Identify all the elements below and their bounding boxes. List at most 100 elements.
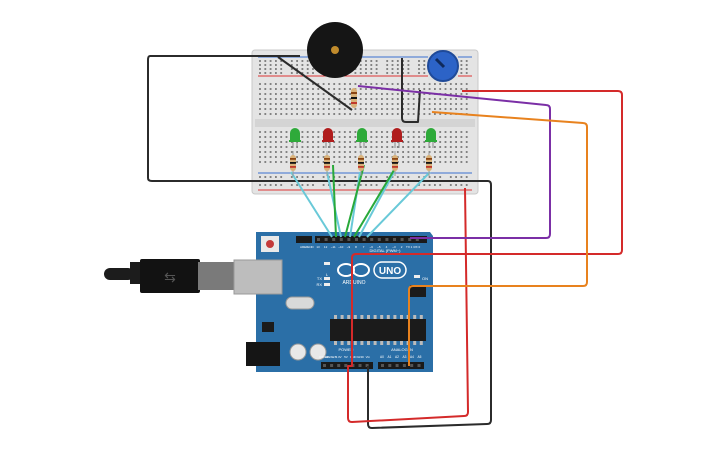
breadboard-hole	[449, 83, 452, 85]
breadboard-hole	[259, 156, 261, 158]
header-pin[interactable]	[377, 238, 381, 241]
led-array	[289, 128, 437, 148]
breadboard-hole	[375, 72, 378, 74]
breadboard-hole	[407, 72, 410, 74]
resistor-band	[358, 166, 364, 168]
breadboard-hole	[370, 146, 373, 148]
breadboard-hole	[407, 176, 410, 178]
breadboard-hole	[301, 113, 304, 115]
breadboard-hole	[259, 151, 261, 153]
header-pin[interactable]	[355, 238, 358, 241]
breadboard-hole	[418, 156, 420, 158]
power-pin-label: IOREF	[319, 355, 328, 359]
breadboard-hole	[312, 83, 314, 85]
breadboard-hole	[285, 146, 288, 148]
header-pin[interactable]	[332, 238, 336, 241]
header-pin[interactable]	[347, 238, 351, 241]
header-pin[interactable]	[317, 238, 320, 241]
wire-green-2[interactable]	[344, 164, 365, 238]
header-pin[interactable]	[365, 364, 369, 367]
header-pin[interactable]	[362, 238, 366, 241]
header-pin[interactable]	[337, 364, 341, 367]
breadboard-hole	[418, 68, 420, 70]
onboard-led-l	[324, 262, 330, 265]
breadboard-hole	[333, 108, 336, 110]
breadboard-hole	[375, 156, 378, 158]
wire-orange-analog[interactable]	[408, 111, 588, 366]
breadboard-hole	[328, 88, 330, 90]
wire-black-pot[interactable]	[401, 58, 421, 123]
header-pin[interactable]	[395, 364, 399, 367]
breadboard-hole	[269, 64, 272, 66]
breadboard-hole	[343, 141, 346, 143]
arduino-uno-board[interactable]: ⇆ UNO ARDUINO	[104, 232, 433, 372]
arduino-brand-text: ARDUINO	[342, 280, 365, 286]
wire-red-5v[interactable]	[347, 90, 623, 423]
wire-purple[interactable]	[357, 85, 551, 239]
breadboard-hole	[396, 88, 399, 90]
header-pin[interactable]	[400, 238, 404, 241]
header-pin[interactable]	[370, 238, 374, 241]
header-pin[interactable]	[381, 364, 384, 367]
header-pin[interactable]	[402, 364, 406, 367]
breadboard-hole	[285, 136, 288, 138]
breadboard-hole	[275, 64, 277, 66]
resistor-band	[426, 158, 432, 160]
breadboard-hole	[264, 60, 267, 62]
header-pin[interactable]	[323, 364, 326, 367]
buzzer[interactable]	[307, 22, 363, 78]
header-pin[interactable]	[415, 238, 419, 241]
breadboard-hole	[439, 161, 442, 163]
breadboard-hole	[465, 156, 468, 158]
wire-black-buzzer[interactable]	[277, 56, 353, 111]
led-green[interactable]	[289, 128, 301, 148]
breadboard-hole	[407, 141, 410, 143]
header-pin[interactable]	[330, 364, 334, 367]
resistor-band	[392, 166, 398, 168]
header-pin[interactable]	[344, 364, 348, 367]
header-pin[interactable]	[408, 238, 412, 241]
led-red[interactable]	[322, 128, 334, 148]
potentiometer[interactable]	[427, 50, 459, 82]
breadboard-hole	[280, 161, 283, 163]
breadboard-hole	[391, 108, 394, 110]
header-pin[interactable]	[339, 238, 343, 241]
breadboard-hole	[412, 161, 415, 163]
breadboard-hole	[375, 136, 378, 138]
header-pin[interactable]	[358, 364, 362, 367]
wire-black-gnd[interactable]	[147, 55, 492, 429]
header-pin[interactable]	[393, 238, 396, 241]
led-green[interactable]	[356, 128, 368, 148]
wire-green-3[interactable]	[353, 164, 398, 238]
breadboard-hole	[386, 176, 389, 178]
breadboard-hole	[301, 103, 304, 105]
header-pin[interactable]	[385, 238, 389, 241]
breadboard-hole	[370, 176, 373, 178]
breadboard-hole	[423, 141, 426, 143]
breadboard-hole	[275, 156, 277, 158]
breadboard-hole	[328, 103, 330, 105]
reset-button-cap[interactable]	[266, 240, 274, 248]
breadboard-hole	[370, 64, 373, 66]
breadboard-hole	[465, 184, 468, 186]
breadboard-hole	[280, 146, 283, 148]
led-red[interactable]	[391, 128, 403, 148]
breadboard-hole	[280, 131, 283, 133]
wire-cyan-1[interactable]	[290, 171, 333, 238]
wire-green-1[interactable]	[332, 164, 337, 238]
digital-pin-label: ~3	[392, 245, 396, 249]
wire-cyan-4[interactable]	[358, 171, 395, 238]
wire-cyan-5[interactable]	[366, 171, 431, 238]
breadboard-hole	[269, 151, 272, 153]
header-pin[interactable]	[324, 238, 328, 241]
header-pin[interactable]	[388, 364, 392, 367]
breadboard-hole	[455, 131, 457, 133]
header-pin[interactable]	[410, 364, 414, 367]
led-green[interactable]	[425, 128, 437, 148]
breadboard-hole	[280, 141, 283, 143]
usb-symbol-icon: ⇆	[164, 269, 176, 285]
breadboard-hole	[343, 93, 346, 95]
header-pin[interactable]	[417, 364, 421, 367]
breadboard-hole	[460, 93, 463, 95]
